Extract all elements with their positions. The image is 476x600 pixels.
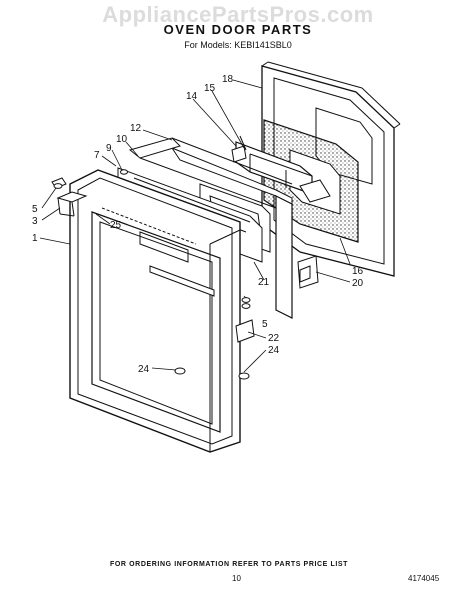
- callout-14: 14: [186, 91, 198, 102]
- page-title: OVEN DOOR PARTS: [163, 22, 313, 37]
- callout-24-left: 24: [138, 364, 150, 375]
- callout-25: 25: [110, 220, 122, 231]
- watermark: AppliancePartsPros.com: [102, 2, 374, 27]
- callout-20: 20: [352, 278, 364, 289]
- callout-10: 10: [116, 134, 128, 145]
- leader-lines: [39, 79, 351, 373]
- models-line: For Models: KEBI141SBL0: [184, 40, 292, 50]
- callout-7: 7: [94, 150, 100, 161]
- callout-22: 22: [268, 333, 280, 344]
- callout-15: 15: [204, 83, 216, 94]
- ordering-note: FOR ORDERING INFORMATION REFER TO PARTS …: [110, 561, 349, 568]
- callout-21: 21: [258, 277, 270, 288]
- part-21-inner-frame: [128, 137, 293, 319]
- document-number: 4174045: [408, 574, 440, 583]
- part-hardware-screws: [53, 169, 319, 380]
- callout-1: 1: [32, 233, 38, 244]
- page-number: 10: [232, 574, 241, 583]
- part-14-15-vent-assembly: [231, 135, 331, 203]
- callout-3: 3: [32, 216, 38, 227]
- callout-5-right: 5: [262, 319, 268, 330]
- callout-24-right: 24: [268, 345, 280, 356]
- callout-5-left: 5: [32, 204, 38, 215]
- callout-labels: 1 3 5 7 9 10 12 14 15 18 16 20 21 5 22 2…: [32, 74, 364, 375]
- part-1-door-frame: [69, 169, 241, 453]
- callout-16: 16: [352, 266, 364, 277]
- callout-18: 18: [222, 74, 234, 85]
- callout-12: 12: [130, 123, 142, 134]
- callout-9: 9: [106, 143, 112, 154]
